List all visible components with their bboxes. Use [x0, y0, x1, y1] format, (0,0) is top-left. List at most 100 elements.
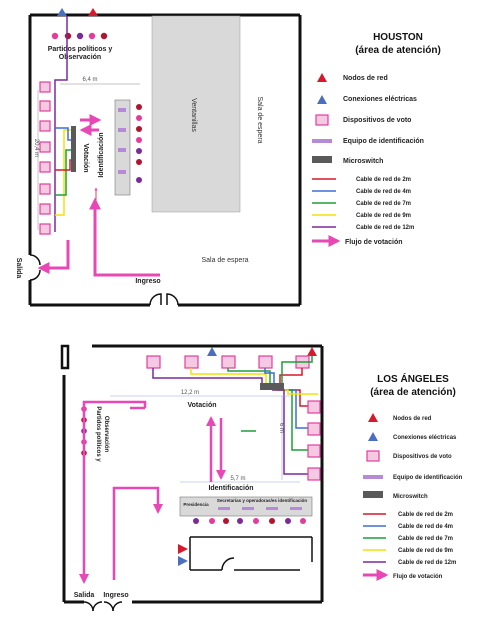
- houston-id-operator-7: [136, 177, 142, 183]
- houston-legend: HOUSTON (área de atención) Nodos de red …: [312, 32, 441, 247]
- la-right-voting-device-1: [307, 400, 321, 414]
- legend-network-node-icon: [317, 73, 327, 82]
- la-legend-cable-9m-label: Cable de red de 9m: [398, 548, 453, 554]
- la-cables: [152, 356, 318, 475]
- houston-flow-path-entry: [89, 197, 160, 277]
- houston-microswitch: [71, 126, 76, 172]
- la-cable-node: [281, 356, 313, 383]
- los-angeles-plan: 12,2 m 6 m 5,7 m Votación Identificación…: [60, 344, 324, 612]
- houston-entry-door: [149, 293, 179, 306]
- houston-id-operator-5: [136, 148, 142, 154]
- la-legend-electric-connection-icon: [368, 432, 378, 441]
- legend-cable-2m-label: Cable de red de 2m: [356, 177, 411, 183]
- houston-party-rep-2: [64, 32, 72, 40]
- la-network-node-top: [307, 347, 317, 356]
- houston-parties-label-2: Observación: [59, 54, 101, 61]
- houston-id-counter: [114, 99, 131, 196]
- la-legend-cable-12m-label: Cable de red de 12m: [398, 560, 456, 566]
- la-top-voting-device-2: [184, 355, 199, 369]
- la-cable-12m-b: [272, 389, 310, 475]
- houston-cable-4m: [55, 127, 72, 141]
- houston-party-representatives: [51, 32, 108, 40]
- la-id-equipment-3: [266, 507, 278, 510]
- la-dimension-width: 12,2 m: [181, 390, 199, 396]
- la-dimension-height: 6 m: [278, 423, 284, 433]
- legend-cable-4m-label: Cable de red de 4m: [356, 189, 411, 195]
- la-column: [60, 344, 70, 370]
- houston-party-rep-1: [51, 32, 59, 40]
- la-id-operator-3: [223, 518, 229, 524]
- la-votacion-label: Votación: [187, 402, 216, 409]
- la-id-operator-7: [285, 518, 291, 524]
- legend-voting-device-icon: [315, 114, 329, 126]
- la-legend-microswitch-icon: [363, 491, 383, 498]
- la-id-operators: [193, 518, 306, 524]
- la-top-voting-device-1: [146, 355, 161, 369]
- houston-party-rep-5: [100, 32, 108, 40]
- houston-cables: [54, 16, 72, 232]
- la-doors: [83, 601, 123, 612]
- la-parties-label: Partidos políticos y: [95, 406, 101, 462]
- la-id-operator-5: [253, 518, 259, 524]
- houston-id-operator-3: [136, 126, 142, 132]
- la-title-line1: LOS ÁNGELES: [377, 372, 449, 385]
- la-presidencia-label: Presidencia: [183, 502, 209, 507]
- legend-microswitch-label: Microswitch: [343, 158, 383, 165]
- houston-id-equipment: [118, 108, 126, 174]
- houston-id-equipment-3: [118, 148, 126, 152]
- la-cable-7m-a: [227, 368, 271, 383]
- houston-electric-connection-1: [57, 8, 67, 16]
- la-cable-9m-a: [190, 368, 267, 383]
- la-right-voting-devices: [307, 400, 321, 481]
- houston-ventanillas-block: [151, 15, 241, 213]
- houston-cable-9m: [55, 129, 72, 216]
- la-ingreso-label: Ingreso: [103, 592, 128, 599]
- houston-id-operator-4: [136, 137, 142, 143]
- la-legend-cable-2m-label: Cable de red de 2m: [398, 512, 453, 518]
- la-legend-flow-label: Flujo de votación: [393, 574, 443, 580]
- la-right-voting-device-2: [307, 422, 321, 436]
- legend-cable-12m-label: Cable de red de 12m: [356, 225, 414, 231]
- houston-dimension-width: 6,4 m: [82, 77, 97, 83]
- houston-voting-device-8: [39, 223, 51, 235]
- houston-title-line2: (área de atención): [355, 45, 441, 56]
- legend-cable-7m-label: Cable de red de 7m: [356, 201, 411, 207]
- legend-electric-connection-label: Conexiones eléctricas: [343, 96, 417, 103]
- la-id-operator-6: [269, 518, 275, 524]
- legend-flow-label: Flujo de votación: [345, 239, 403, 246]
- houston-ingreso-label: Ingreso: [135, 278, 160, 285]
- la-legend-id-equipment-label: Equipo de identificación: [393, 475, 463, 481]
- la-id-operator-1: [193, 518, 199, 524]
- houston-sala-espera-right-label: Sala de espera: [256, 96, 263, 143]
- la-id-equipment-2: [242, 507, 254, 510]
- houston-voting-device-4: [39, 141, 51, 153]
- houston-ventanillas-label: Ventanillas: [190, 98, 197, 132]
- la-id-counter: [179, 496, 313, 517]
- houston-party-rep-3: [76, 32, 84, 40]
- la-cable-2m-a: [279, 368, 303, 383]
- legend-voting-device-label: Dispositivos de voto: [343, 117, 411, 124]
- la-top-voting-device-4: [258, 355, 273, 369]
- houston-id-operator-1: [136, 104, 142, 110]
- legend-id-equipment-icon: [312, 139, 332, 143]
- houston-voting-device-6: [39, 183, 51, 195]
- legend-network-node-label: Nodos de red: [343, 75, 388, 82]
- la-id-operator-4: [237, 518, 243, 524]
- legend-microswitch-icon: [312, 156, 332, 163]
- la-identificacion-label: Identificación: [208, 485, 253, 492]
- houston-parties-label: Partidos políticos y: [48, 46, 113, 53]
- houston-id-equipment-1: [118, 108, 126, 112]
- la-flow-entry-path: [112, 486, 163, 580]
- la-title-line2: (área de atención): [370, 387, 456, 398]
- houston-plan: Ventanillas Sala de espera Sala de esper…: [15, 8, 302, 307]
- la-network-node-left: [178, 544, 188, 554]
- houston-cable-7m: [55, 149, 72, 196]
- la-partitions: [189, 536, 313, 571]
- la-right-voting-device-3: [307, 444, 321, 458]
- la-parties-label-2: Observación: [103, 416, 109, 453]
- la-flow-exit-path: [79, 400, 147, 584]
- houston-voting-devices: [39, 81, 51, 235]
- houston-voting-device-2: [39, 100, 51, 112]
